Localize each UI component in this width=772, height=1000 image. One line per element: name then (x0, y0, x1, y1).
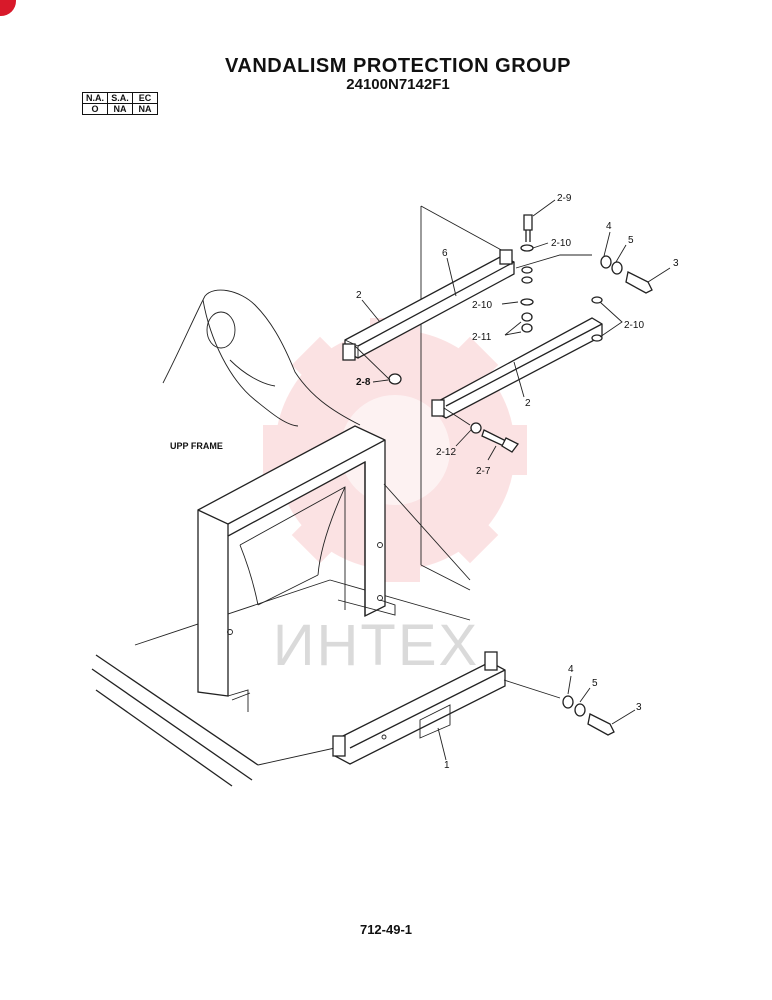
upp-frame-label: UPP FRAME (170, 441, 223, 451)
page-number: 712-49-1 (359, 922, 413, 937)
availability-value-ec: NA (132, 103, 158, 115)
availability-table: N.A. S.A. EC O NA NA (82, 92, 158, 115)
callout-3-top: 3 (673, 258, 679, 269)
page-title: VANDALISM PROTECTION GROUP (225, 55, 571, 77)
callout-2-11: 2-11 (472, 332, 492, 343)
callout-5-bottom: 5 (592, 678, 598, 689)
callout-2-right: 2 (525, 398, 531, 409)
callout-2-10-b: 2-10 (472, 300, 492, 311)
brace-6 (342, 249, 515, 361)
hardware-bottom (562, 695, 615, 736)
part-number: 24100N7142F1 (346, 76, 450, 93)
hardware-top (388, 214, 653, 453)
callout-2-10-a: 2-10 (551, 238, 571, 249)
callout-3-bottom: 3 (636, 702, 642, 713)
callout-2-8: 2-8 (356, 377, 371, 388)
callout-1: 1 (444, 760, 450, 771)
arch-guard (197, 425, 471, 712)
leader-lines (354, 199, 671, 761)
callout-4-top: 4 (606, 221, 612, 232)
callout-5-top: 5 (628, 235, 634, 246)
frame-rails (91, 579, 471, 787)
availability-value-row: O NA NA (82, 103, 158, 115)
callout-2-9: 2-9 (557, 193, 572, 204)
bracket-1 (332, 651, 506, 765)
callout-6: 6 (442, 248, 448, 259)
callout-2-7: 2-7 (476, 466, 491, 477)
callout-2-12: 2-12 (436, 447, 456, 458)
reference-plane (420, 205, 506, 591)
callout-2-10-c: 2-10 (624, 320, 644, 331)
upper-frame-outline (162, 289, 361, 427)
callout-2-left: 2 (356, 290, 362, 301)
callout-4-bottom: 4 (568, 664, 574, 675)
watermark-text: ИНТЕХ (273, 613, 479, 678)
